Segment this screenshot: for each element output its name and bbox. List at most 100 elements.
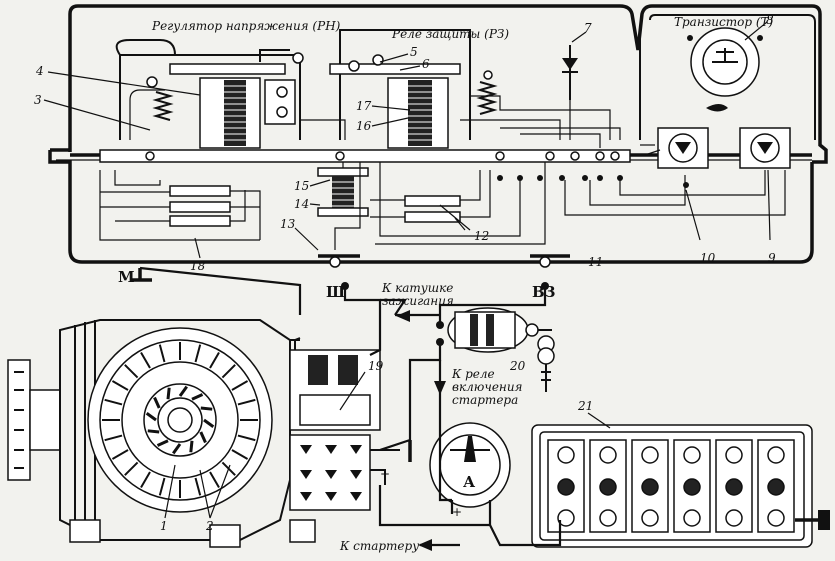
ammeter-plus: + bbox=[452, 505, 462, 519]
rotor-pole bbox=[156, 439, 169, 447]
stator-tooth bbox=[231, 449, 249, 460]
stator-tooth bbox=[111, 380, 129, 391]
transistor-block: Транзистор (Т) bbox=[657, 15, 791, 169]
battery-terminal bbox=[557, 478, 575, 496]
callout-2: 2 bbox=[205, 519, 214, 533]
battery-terminal bbox=[767, 509, 785, 527]
rotor-pole bbox=[189, 440, 194, 453]
battery-terminal bbox=[725, 509, 743, 527]
callout-19: 19 bbox=[368, 359, 384, 373]
terminal-m-label: М bbox=[118, 268, 135, 286]
stator-tooth bbox=[221, 364, 236, 379]
stator-tooth bbox=[194, 477, 202, 496]
rotor-pole bbox=[147, 429, 160, 434]
battery-terminal bbox=[599, 446, 617, 464]
callout-12: 12 bbox=[474, 229, 489, 243]
alternator: + bbox=[7, 319, 412, 548]
stator-tooth bbox=[158, 344, 166, 363]
callout-18: 18 bbox=[190, 259, 206, 273]
label-starter-relay-3: стартера bbox=[452, 393, 518, 407]
callout-4: 4 bbox=[35, 64, 44, 78]
battery-terminal bbox=[683, 478, 701, 496]
rectifier-diode bbox=[300, 470, 312, 479]
rotor-pole bbox=[200, 406, 213, 411]
rotor-pole bbox=[178, 385, 188, 397]
battery-terminal bbox=[641, 478, 659, 496]
battery-cell bbox=[757, 439, 795, 533]
rectifier-diode bbox=[300, 492, 312, 501]
rotor-pole bbox=[203, 418, 215, 428]
terminal-vz-label: ВЗ bbox=[532, 283, 556, 301]
rz-coil-winding bbox=[408, 80, 432, 146]
stator-tooth bbox=[237, 398, 256, 406]
battery-terminal bbox=[725, 478, 743, 496]
callout-13: 13 bbox=[280, 217, 296, 231]
stator-tooth bbox=[140, 471, 151, 489]
callout-7: 7 bbox=[584, 21, 592, 35]
callout-20: 20 bbox=[509, 359, 526, 373]
rn-coil-winding bbox=[224, 80, 246, 146]
stator-tooth bbox=[104, 434, 123, 442]
rectifier-diode bbox=[325, 492, 337, 501]
ignition-switch bbox=[436, 307, 555, 392]
rotor-pole bbox=[172, 443, 182, 455]
stator-tooth bbox=[237, 434, 256, 442]
stator-tooth bbox=[111, 449, 129, 460]
callouts: 4 3 5 6 7 8 17 16 15 14 13 18 12 11 10 9… bbox=[34, 13, 776, 533]
annotations: К катушке зажигания К реле включения ста… bbox=[339, 281, 523, 553]
battery bbox=[531, 424, 830, 548]
callout-21: 21 bbox=[577, 399, 593, 413]
external-terminals: Ш ВЗ М bbox=[118, 254, 570, 315]
callout-9: 9 bbox=[768, 251, 776, 265]
label-ignition-coil-2: зажигания bbox=[382, 294, 454, 308]
battery-terminal bbox=[767, 446, 785, 464]
top-wiring bbox=[129, 89, 655, 148]
callout-8: 8 bbox=[766, 13, 774, 27]
battery-terminal bbox=[641, 446, 659, 464]
terminal-strip bbox=[99, 149, 689, 188]
rectifier-diode bbox=[325, 470, 337, 479]
callout-5: 5 bbox=[410, 45, 418, 59]
rectifier-diodes bbox=[300, 445, 362, 501]
stator-tooth bbox=[194, 344, 202, 363]
label-to-starter: К стартеру bbox=[339, 539, 419, 553]
callout-6: 6 bbox=[422, 57, 430, 71]
rectifier-plus: + bbox=[380, 467, 390, 481]
label-starter-relay-2: включения bbox=[452, 380, 523, 394]
battery-terminal bbox=[599, 509, 617, 527]
lower-chamber bbox=[99, 149, 786, 250]
battery-terminal bbox=[683, 509, 701, 527]
stator-tooth bbox=[104, 398, 123, 406]
ammeter-label: А bbox=[463, 473, 476, 491]
rectifier-diode bbox=[350, 445, 362, 454]
callout-14: 14 bbox=[294, 197, 309, 211]
terminal-sh-label: Ш bbox=[326, 283, 345, 301]
callout-16: 16 bbox=[356, 119, 372, 133]
main-wiring bbox=[343, 286, 562, 551]
callout-17: 17 bbox=[356, 99, 372, 113]
callout-15: 15 bbox=[294, 179, 309, 193]
rectifier-diode bbox=[350, 470, 362, 479]
label-starter-relay-1: К реле bbox=[451, 367, 495, 381]
stator-tooth bbox=[209, 471, 220, 489]
stator-tooth bbox=[158, 477, 166, 496]
voltage-regulator: Регулятор напряжения (РН) bbox=[115, 19, 341, 149]
battery-cell bbox=[631, 439, 669, 533]
rotor-pole bbox=[153, 396, 161, 409]
battery-cell bbox=[715, 439, 753, 533]
callout-1: 1 bbox=[160, 519, 168, 533]
rotor-pole bbox=[145, 412, 157, 422]
stator-tooth bbox=[124, 461, 139, 476]
rotor-pole bbox=[199, 431, 207, 444]
label-transistor: Транзистор (Т) bbox=[674, 15, 774, 29]
callout-10: 10 bbox=[700, 251, 716, 265]
battery-terminal bbox=[641, 509, 659, 527]
label-protection-relay: Реле защиты (РЗ) bbox=[391, 27, 509, 41]
stator-tooth bbox=[209, 351, 220, 369]
battery-cell bbox=[547, 439, 585, 533]
rotor-pole bbox=[191, 393, 204, 401]
battery-cells bbox=[547, 439, 795, 533]
stator-tooth bbox=[140, 351, 151, 369]
